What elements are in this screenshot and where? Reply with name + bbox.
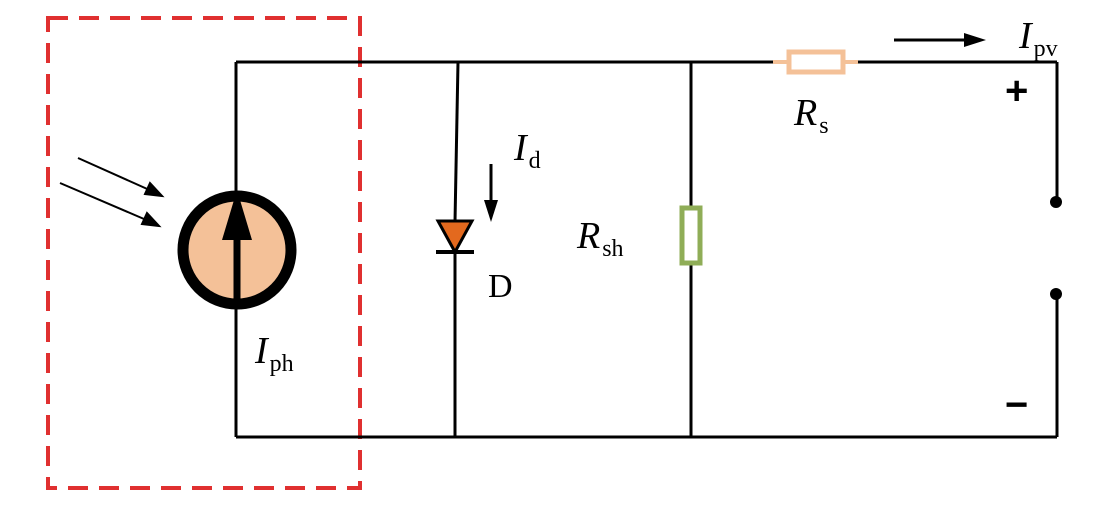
light-arrow-lower-head bbox=[140, 211, 162, 228]
diode-current-arrow-head bbox=[484, 200, 498, 222]
terminal-minus-sign: − bbox=[1005, 383, 1028, 427]
diode-branch-upper bbox=[453, 61, 460, 223]
wires bbox=[234, 60, 1059, 439]
current-source bbox=[177, 190, 297, 310]
label-id: Id bbox=[513, 127, 541, 174]
series-resistor bbox=[773, 49, 858, 75]
terminal-plus-sign: + bbox=[1005, 69, 1028, 113]
label-ipv-main: I bbox=[1018, 15, 1034, 57]
label-rs-main: R bbox=[793, 92, 817, 134]
light-arrow-upper-head bbox=[143, 181, 165, 198]
label-diode: D bbox=[488, 268, 513, 305]
label-id-sub: d bbox=[529, 148, 541, 174]
label-id-main: I bbox=[513, 127, 529, 169]
label-iph: Iph bbox=[254, 330, 294, 377]
label-rsh-main: R bbox=[576, 215, 600, 257]
label-ipv-sub: pv bbox=[1034, 36, 1058, 62]
light-arrow-lower bbox=[59, 182, 152, 223]
terminal-top-dot bbox=[1050, 196, 1062, 208]
label-ipv: Ipv bbox=[1018, 15, 1058, 62]
current-source-arrow-head bbox=[222, 190, 252, 240]
label-iph-sub: ph bbox=[270, 351, 294, 377]
label-iph-main: I bbox=[254, 330, 270, 372]
terminal-bottom-dot bbox=[1050, 288, 1062, 300]
dashed-boundary-box bbox=[46, 16, 362, 490]
diode-current-arrow bbox=[484, 164, 498, 222]
shunt-resistor bbox=[679, 205, 703, 266]
label-rs: Rs bbox=[793, 92, 829, 139]
output-current-arrow bbox=[894, 33, 986, 47]
light-arrows bbox=[59, 157, 165, 228]
label-rsh: Rsh bbox=[576, 215, 624, 262]
series-resistor-body bbox=[786, 49, 846, 75]
label-rs-sub: s bbox=[819, 113, 828, 139]
diode bbox=[435, 219, 475, 256]
output-current-arrow-head bbox=[964, 33, 986, 47]
diode-triangle bbox=[435, 219, 475, 256]
light-arrow-upper bbox=[77, 157, 155, 193]
label-rsh-sub: sh bbox=[602, 236, 623, 262]
